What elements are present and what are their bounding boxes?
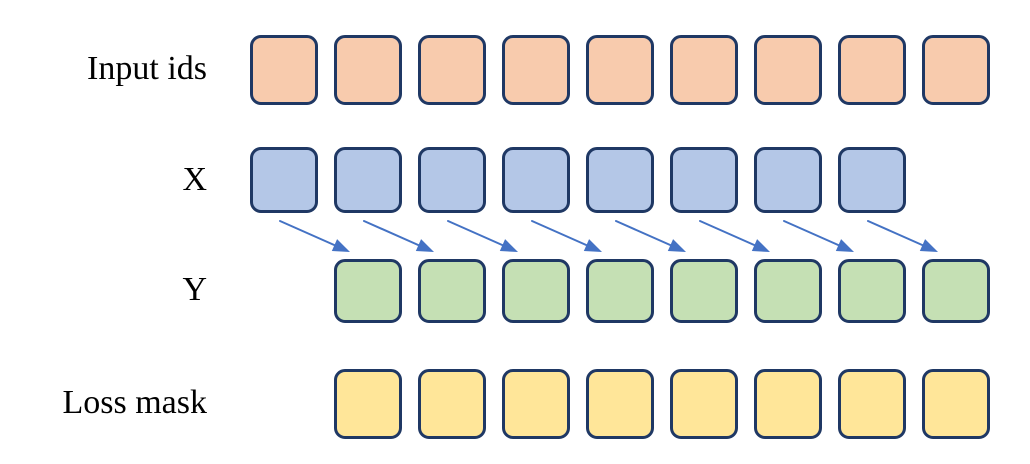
token-box-x-7 — [754, 147, 822, 213]
token-box-x-2 — [334, 147, 402, 213]
row-label-loss-mask: Loss mask — [62, 384, 208, 421]
token-box-y-4 — [586, 259, 654, 323]
token-box-loss-mask-1 — [334, 369, 402, 439]
token-box-loss-mask-8 — [922, 369, 990, 439]
shift-arrow-5 — [615, 220, 686, 252]
shift-arrow-8 — [867, 220, 938, 252]
token-box-input-ids-3 — [418, 35, 486, 105]
token-box-input-ids-9 — [922, 35, 990, 105]
token-box-y-3 — [502, 259, 570, 323]
token-box-input-ids-4 — [502, 35, 570, 105]
token-box-input-ids-8 — [838, 35, 906, 105]
token-box-y-7 — [838, 259, 906, 323]
token-box-loss-mask-3 — [502, 369, 570, 439]
token-box-y-1 — [334, 259, 402, 323]
shift-arrow-3 — [447, 220, 518, 252]
shift-arrow-1 — [279, 220, 350, 252]
token-box-loss-mask-5 — [670, 369, 738, 439]
token-box-loss-mask-2 — [418, 369, 486, 439]
row-label-x: X — [182, 161, 207, 198]
token-box-loss-mask-4 — [586, 369, 654, 439]
token-box-y-6 — [754, 259, 822, 323]
token-box-loss-mask-6 — [754, 369, 822, 439]
token-box-x-6 — [670, 147, 738, 213]
token-box-y-8 — [922, 259, 990, 323]
token-box-input-ids-7 — [754, 35, 822, 105]
token-box-x-8 — [838, 147, 906, 213]
token-box-input-ids-5 — [586, 35, 654, 105]
token-box-input-ids-6 — [670, 35, 738, 105]
token-box-input-ids-2 — [334, 35, 402, 105]
shift-arrow-6 — [699, 220, 770, 252]
shift-arrow-4 — [531, 220, 602, 252]
token-box-y-2 — [418, 259, 486, 323]
token-box-loss-mask-7 — [838, 369, 906, 439]
token-box-x-4 — [502, 147, 570, 213]
row-label-y: Y — [182, 271, 207, 308]
token-box-y-5 — [670, 259, 738, 323]
shift-arrow-7 — [783, 220, 854, 252]
token-box-x-3 — [418, 147, 486, 213]
token-box-x-5 — [586, 147, 654, 213]
shift-arrow-2 — [363, 220, 434, 252]
token-box-input-ids-1 — [250, 35, 318, 105]
row-label-input-ids: Input ids — [87, 50, 207, 87]
token-box-x-1 — [250, 147, 318, 213]
